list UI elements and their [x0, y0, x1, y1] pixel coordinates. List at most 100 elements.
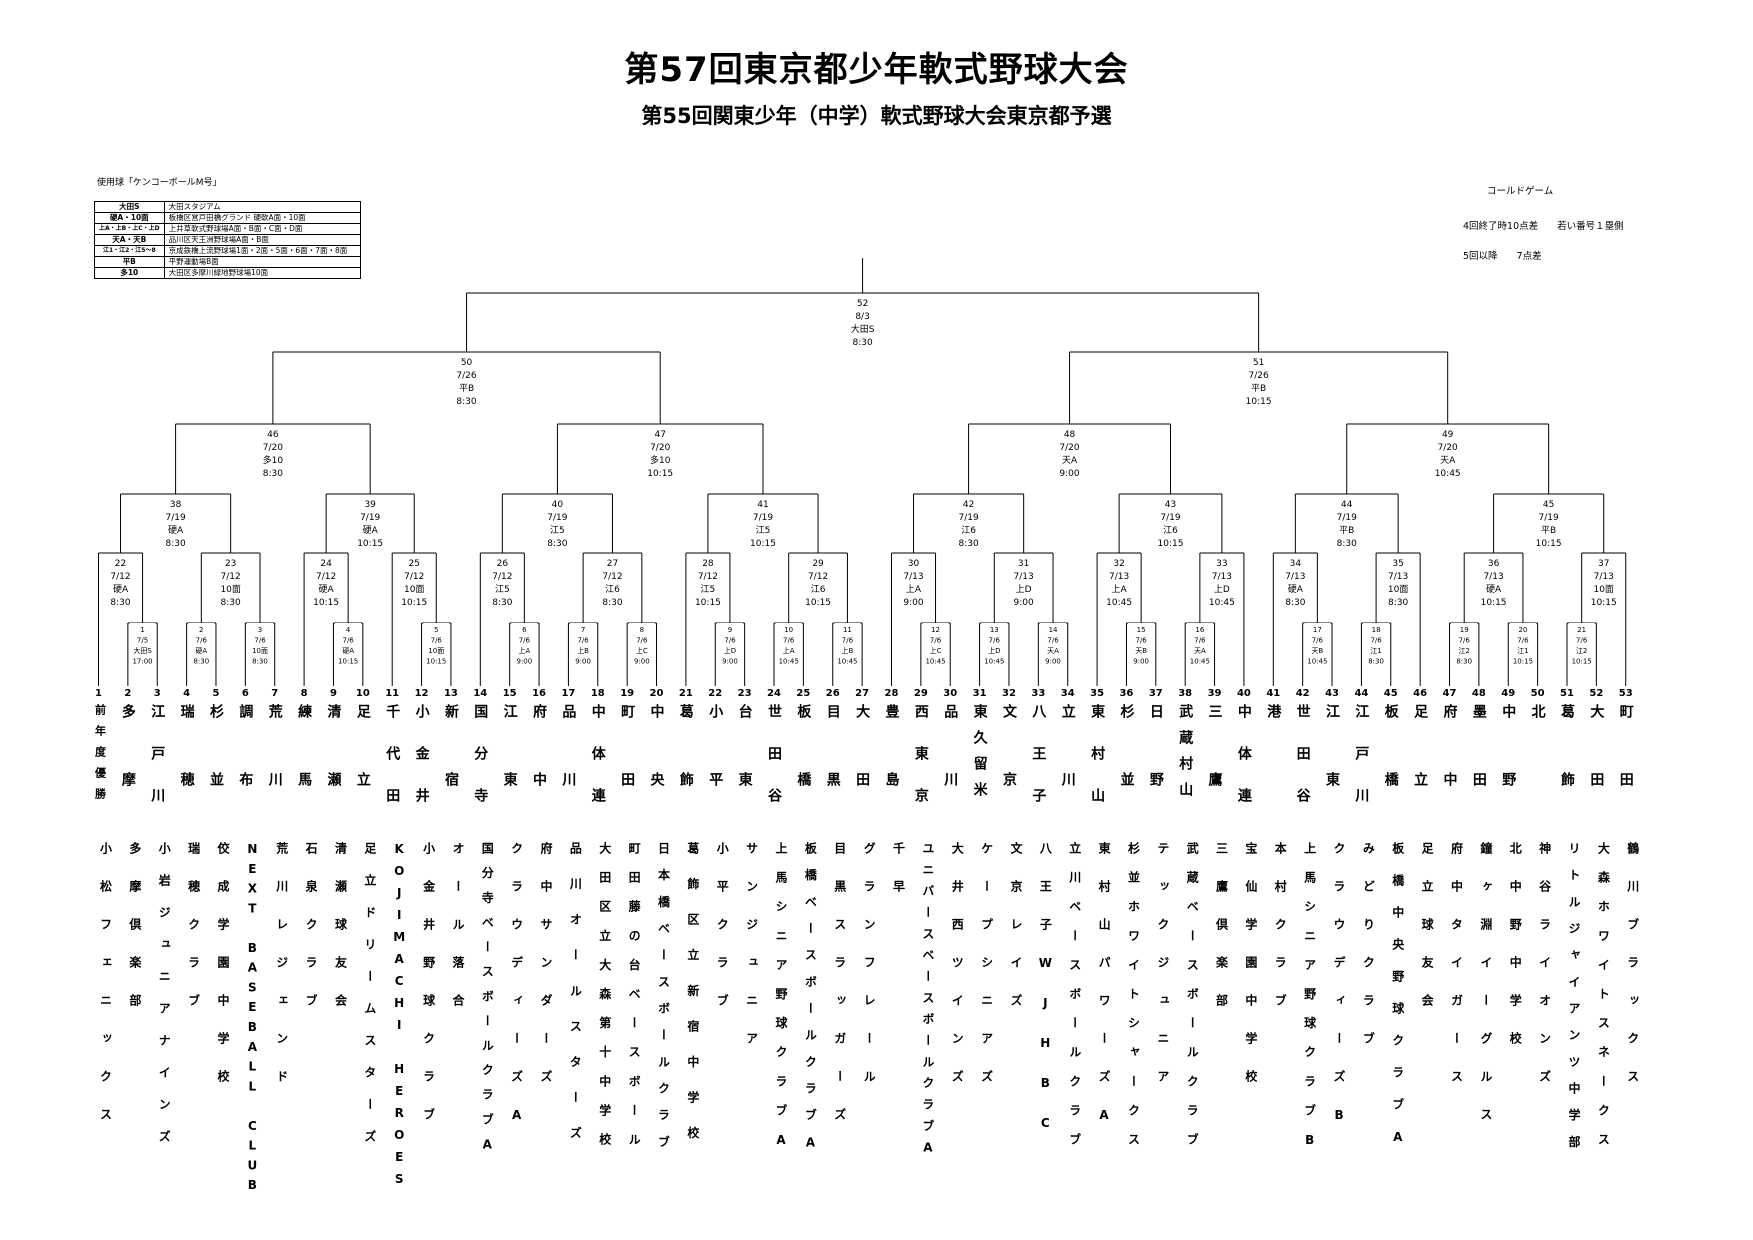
game-no: 8 [640, 626, 644, 634]
game-time: 10:45 [1307, 658, 1327, 666]
team-school: クラウディーズA [509, 842, 524, 1148]
game-date: 7/6 [196, 637, 208, 645]
game-box [1363, 623, 1390, 675]
game-no: 14 [1049, 626, 1058, 634]
game-no: 46 [267, 430, 279, 440]
team-school: みどりクラブ [1361, 842, 1376, 1070]
game-date: 7/26 [456, 371, 476, 381]
game-no: 12 [931, 626, 940, 634]
game-no: 5 [434, 626, 438, 634]
game-date: 7/13 [903, 572, 923, 582]
team-area: 品川 [560, 704, 577, 840]
game-time: 10:15 [1591, 598, 1617, 608]
team-area: 足立 [354, 704, 371, 840]
game-time: 17:00 [132, 658, 152, 666]
game-no: 19 [1460, 626, 1469, 634]
team-area: 世田谷 [1294, 704, 1311, 830]
game-date: 7/19 [1160, 513, 1180, 523]
game-box [981, 623, 1008, 675]
game-venue: 平B [1339, 525, 1354, 536]
game-venue: 上B [577, 646, 589, 655]
team-school: クラウディーズB [1332, 842, 1347, 1148]
team-number: 48 [1471, 688, 1486, 699]
game-date: 7/6 [1047, 637, 1059, 645]
team-number: 11 [385, 688, 400, 699]
team-area: 西東京 [912, 704, 929, 830]
game-no: 50 [461, 358, 473, 368]
team-number: 50 [1530, 688, 1545, 699]
game-venue: 平B [459, 383, 474, 394]
game-date: 7/12 [110, 572, 130, 582]
game-date: 7/13 [1109, 572, 1129, 582]
game-date: 7/26 [1249, 371, 1269, 381]
team-number: 34 [1060, 688, 1075, 699]
team-area: 中野 [1500, 704, 1517, 840]
game-date: 7/6 [989, 637, 1001, 645]
game-no: 17 [1313, 626, 1322, 634]
team-number: 18 [590, 688, 605, 699]
team-area: 千代田 [384, 704, 401, 830]
team-area: 国分寺 [472, 704, 489, 830]
team-number: 44 [1354, 688, 1369, 699]
game-venue: 硬A [342, 647, 354, 655]
game-venue: 天B [1135, 647, 1147, 655]
game-time: 10:15 [1246, 397, 1272, 407]
game-no: 48 [1064, 430, 1076, 440]
team-school: ケープシニアズ [979, 842, 994, 1108]
team-school: KOJIMACHI HEROES [392, 842, 407, 1194]
game-time: 8:30 [1368, 658, 1384, 666]
game-no: 25 [409, 559, 420, 569]
game-time: 8:30 [193, 658, 209, 666]
game-venue: 江2 [1458, 647, 1469, 655]
game-time: 10:45 [1209, 598, 1235, 608]
team-number: 5 [212, 688, 220, 699]
team-school: 大森ホワイトスネークス [1596, 842, 1611, 1162]
team-number: 22 [708, 688, 723, 699]
team-school: 東村山パワーズA [1097, 842, 1112, 1148]
game-time: 10:15 [1158, 539, 1184, 549]
game-venue: 江5 [495, 584, 510, 595]
game-box [716, 623, 743, 675]
team-number: 51 [1560, 688, 1574, 699]
team-number: 7 [271, 688, 279, 699]
team-school: 板橋中央野球クラブA [1390, 842, 1405, 1164]
game-time: 10:15 [401, 598, 427, 608]
game-time: 10:45 [1190, 658, 1210, 666]
game-date: 7/19 [753, 513, 773, 523]
game-time: 9:00 [1059, 469, 1079, 479]
game-no: 52 [857, 299, 868, 309]
team-area: 文京 [1000, 704, 1017, 840]
game-venue: 江5 [701, 584, 716, 595]
team-number: 20 [649, 688, 664, 699]
team-area: 世田谷 [766, 704, 782, 830]
game-time: 10:15 [805, 598, 831, 608]
team-area: 清瀬 [325, 704, 342, 840]
team-area: 小平 [707, 704, 724, 840]
game-no: 44 [1341, 500, 1353, 510]
game-venue: 硬A [1288, 584, 1304, 595]
game-no: 51 [1253, 358, 1264, 368]
game-date: 7/12 [492, 572, 512, 582]
game-no: 31 [1018, 559, 1029, 569]
game-time: 10:15 [313, 598, 339, 608]
team-area: 府中 [531, 704, 548, 840]
game-box [247, 623, 274, 675]
team-area: 江戸川 [1353, 704, 1370, 830]
team-number: 37 [1148, 688, 1163, 699]
game-no: 30 [908, 559, 920, 569]
game-box [335, 623, 362, 675]
game-no: 26 [497, 559, 509, 569]
team-area: 中体連 [1235, 704, 1252, 830]
team-number: 41 [1266, 688, 1281, 699]
game-time: 9:00 [1133, 658, 1149, 666]
